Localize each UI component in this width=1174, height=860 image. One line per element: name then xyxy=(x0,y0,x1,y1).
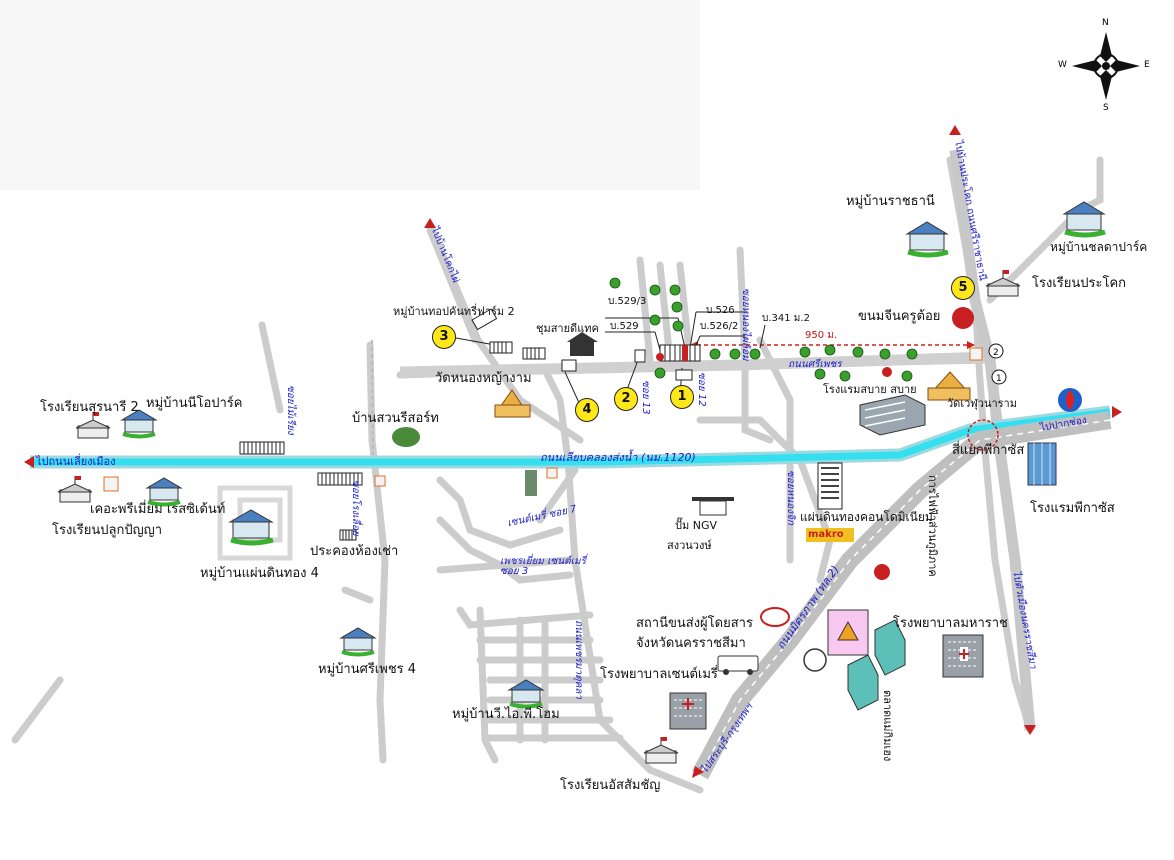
label-rr-plukpanya: โรงเรียนปลูกปัญญา xyxy=(52,523,163,538)
canal-water xyxy=(30,408,1111,466)
seven-eleven-icon xyxy=(103,476,119,492)
condo-building xyxy=(817,462,843,510)
label-muban-chonlada: หมู่บ้านชลดาปาร์ค xyxy=(1050,240,1148,254)
label-phetmati: ถนนเพชรมาตุคลา xyxy=(573,620,584,700)
maharat-building xyxy=(942,634,984,678)
highway-centerline xyxy=(699,419,1111,776)
sriphet-road xyxy=(399,351,991,378)
label-main-canal: ถนนเลียบคลองส่งน้ำ (นม.1120) xyxy=(540,451,696,464)
label-rr-pegasus: โรงแรมพีกาซัส xyxy=(1030,501,1115,516)
label-pump-ngv: ปั๊ม NGV xyxy=(675,519,718,532)
label-soi-mai: ซอยไม้เรียง xyxy=(285,385,296,435)
label-to-liang: ไปถนนเลี่ยงเมือง xyxy=(36,455,116,468)
ptt-icon xyxy=(1058,388,1082,412)
compass-n: N xyxy=(1102,18,1109,28)
seven-eleven-icon xyxy=(969,347,983,361)
compass-w: W xyxy=(1058,60,1067,70)
soi-line xyxy=(371,339,374,456)
compass-s: S xyxy=(1103,103,1109,113)
svg-text:1: 1 xyxy=(996,374,1002,384)
intersection-circle xyxy=(967,419,999,451)
label-b526: บ.526 xyxy=(706,305,735,316)
label-rr-hotel: โรงแรมสบาย สบาย xyxy=(823,383,917,396)
label-chumsai: ชุมสายดีแทค xyxy=(536,322,599,335)
label-muban-vip: หมู่บ้านวี.ไอ.พี.โฮม xyxy=(452,707,560,722)
makro-logo xyxy=(806,528,854,542)
label-muban-neo: หมู่บ้านนีโอปาร์ค xyxy=(146,396,243,411)
label-distance: 950 ม. xyxy=(805,330,838,341)
marker-4[interactable]: 4 xyxy=(575,398,599,422)
building-blocks xyxy=(239,308,701,541)
school-icons xyxy=(57,270,1021,764)
small-house-icons xyxy=(609,277,918,382)
label-b341: บ.341 ม.2 xyxy=(762,313,810,324)
label-rr-surnaree: โรงเรียนสุรนารี 2 xyxy=(40,400,139,415)
label-sriphet: ถนนศรีเพชร xyxy=(788,359,842,370)
label-saint3: เพชรเยี่ยม เซนต์เมรี่ ซอย 3 xyxy=(500,556,586,577)
toyota-logo xyxy=(760,607,790,627)
khanom-jin-icon xyxy=(952,307,974,329)
label-muban-sriphet: หมู่บ้านศรีเพชร 4 xyxy=(318,662,417,677)
label-rr-assumption: โรงเรียนอัสสัมชัญ xyxy=(560,778,661,793)
label-b529: บ.529 xyxy=(610,321,639,332)
seven-eleven-icon xyxy=(546,467,558,479)
compass-icon xyxy=(1072,32,1140,100)
label-muban-topcountry: หมู่บ้านทอปคันทรี่ฟาร์ม 2 xyxy=(393,305,515,318)
label-k-premium: เคอะพรีเมี่ยม เรสซิเด้นท์ xyxy=(90,502,226,517)
hotel-building xyxy=(859,394,926,436)
compass-e: E xyxy=(1144,60,1150,70)
label-b529-3: บ.529/3 xyxy=(608,296,647,307)
direction-arrows xyxy=(24,125,1122,778)
dtac-icon xyxy=(567,332,598,356)
label-prakong: ประคองห้องเช่า xyxy=(310,544,399,559)
faded-area xyxy=(0,0,700,190)
label-sathani: สถานีขนส่งผู้โดยสาร xyxy=(636,616,753,631)
label-soi-13: ซอย 13 xyxy=(640,380,651,415)
label-soi-12: ซอย 12 xyxy=(696,372,707,407)
village-icons xyxy=(120,201,1106,709)
gas-station-icon xyxy=(692,497,734,516)
label-b526-2: บ.526/2 xyxy=(700,321,739,332)
label-ban-suan: บ้านสวนรีสอร์ท xyxy=(352,411,439,426)
label-muban-ratchathani: หมู่บ้านราชธานี xyxy=(846,194,935,209)
label-si-yaek: สี่แยกพีกาซัส xyxy=(952,443,1025,458)
distance-arrow-right xyxy=(967,341,975,349)
marker-1[interactable]: 1 xyxy=(670,385,694,409)
label-jangwat: จังหวัดนครราชสีมา xyxy=(636,636,746,651)
label-khanom-jin: ขนมจีนครูต้อย xyxy=(858,309,941,324)
temple-icon-2 xyxy=(927,371,971,401)
marker-2[interactable]: 2 xyxy=(614,387,638,411)
route-1-marker xyxy=(991,369,1007,385)
label-kan-fai: การไฟฟ้าส่วนภูมิภาค xyxy=(926,475,939,577)
pegasus-tower xyxy=(1027,442,1057,486)
prakhok-road xyxy=(949,149,1036,731)
label-rr-prakhok: โรงเรียนประโคก xyxy=(1032,276,1127,291)
label-soi-khong: ซอยหนองจิก xyxy=(785,470,796,525)
label-soi-ngam: ซอยหนองไผ่ล้อม xyxy=(740,288,751,361)
label-rr-saint: โรงพยาบาลเซนต์เมรี่ xyxy=(600,667,718,682)
label-wat-rayong: วัดเวฬุวนาราม xyxy=(947,397,1017,410)
marker-5[interactable]: 5 xyxy=(951,276,975,300)
label-wat-nongya: วัดหนองหญ้างาม xyxy=(435,371,532,386)
temple-icon xyxy=(494,389,531,418)
label-rp-maharat: โรงพยาบาลมหาราช xyxy=(893,616,1008,631)
bus-icon xyxy=(717,655,759,675)
saint-mary-hospital xyxy=(669,692,707,730)
seven-eleven-icon xyxy=(374,475,386,487)
label-soi-rong: ซอยโรงเลื่อย xyxy=(350,480,361,536)
label-talat: ตลาดแม่กิมเฮง xyxy=(881,690,894,762)
label-muban-paendin: หมู่บ้านแผ่นดินทอง 4 xyxy=(200,566,319,581)
svg-text:2: 2 xyxy=(993,348,999,358)
route-2-marker xyxy=(988,343,1004,359)
lotus-logo xyxy=(803,648,827,672)
marker-3[interactable]: 3 xyxy=(432,325,456,349)
label-songwanwong: สงวนวงษ์ xyxy=(667,539,712,552)
label-makro: makro xyxy=(808,529,844,540)
label-paendin-condo: แผ่นดินทองคอนโดมิเนียม xyxy=(800,510,933,524)
